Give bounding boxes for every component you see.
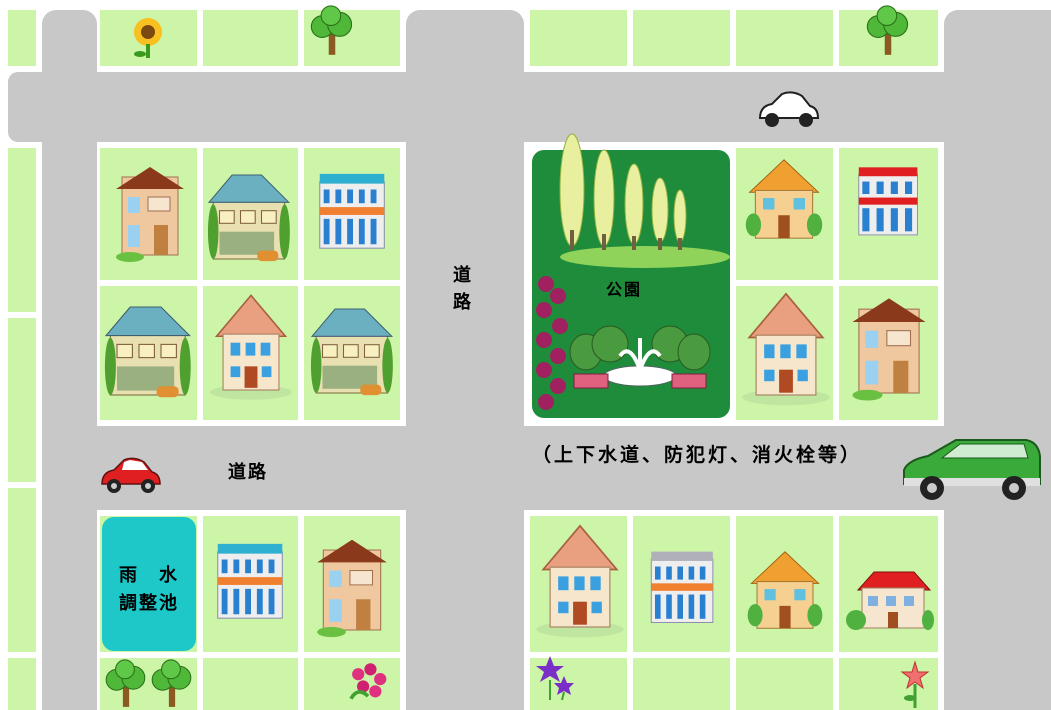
fountain-icon <box>569 325 711 389</box>
retention-pond-label-line1: 雨 水 <box>119 565 179 586</box>
sunflower-icon <box>134 18 162 58</box>
retention-pond-label-line2: 調整池 <box>119 593 179 614</box>
road-top <box>8 72 1051 142</box>
house-icon <box>535 524 625 639</box>
tree-icon <box>105 659 146 708</box>
poplar-trees-icon <box>559 133 687 250</box>
tree-icon <box>310 5 353 56</box>
house-icon <box>846 571 934 630</box>
lot <box>633 10 730 66</box>
park-lawn <box>560 246 730 268</box>
house-icon <box>741 292 831 407</box>
tree-icon <box>151 659 192 708</box>
lot <box>304 658 400 710</box>
lot <box>8 318 36 482</box>
road-middle <box>406 10 524 710</box>
lot <box>736 658 833 710</box>
road-left <box>42 10 97 710</box>
house-icon <box>851 297 927 402</box>
house-icon <box>310 308 394 396</box>
lot <box>203 10 298 66</box>
house-icon <box>316 539 388 638</box>
lot <box>8 10 36 66</box>
house-icon <box>319 173 385 249</box>
house-icon <box>217 543 283 619</box>
house-icon <box>115 166 185 263</box>
lot <box>203 658 298 710</box>
house-icon <box>650 551 714 623</box>
retention-pond <box>102 517 196 651</box>
house-icon <box>207 174 291 262</box>
lot <box>8 488 36 652</box>
park-label: 公園 <box>606 280 643 299</box>
flower-icon <box>349 661 389 701</box>
tree-icon <box>866 5 909 56</box>
lot <box>736 10 833 66</box>
house-icon <box>858 167 918 236</box>
road-right <box>944 10 1051 710</box>
car-icon <box>101 457 161 494</box>
house-icon <box>209 294 293 401</box>
infrastructure-label: （上下水道、防犯灯、消火栓等） <box>532 444 863 466</box>
flower-icon <box>536 656 574 701</box>
road-lower <box>42 426 1051 510</box>
lot <box>530 10 627 66</box>
lot <box>8 148 36 312</box>
van-icon <box>903 439 1041 500</box>
car-icon <box>758 91 820 127</box>
house-icon <box>745 159 823 239</box>
lot <box>8 658 36 710</box>
flower-icon <box>536 276 568 410</box>
retention-pond-label: 雨 水 調整池 <box>102 562 196 618</box>
house-icon <box>104 306 192 398</box>
road-label-vertical: 道路 <box>453 265 473 313</box>
road-label-horizontal: 道路 <box>228 462 268 483</box>
flower-icon <box>900 660 930 708</box>
house-icon <box>747 551 823 629</box>
lot <box>633 658 730 710</box>
